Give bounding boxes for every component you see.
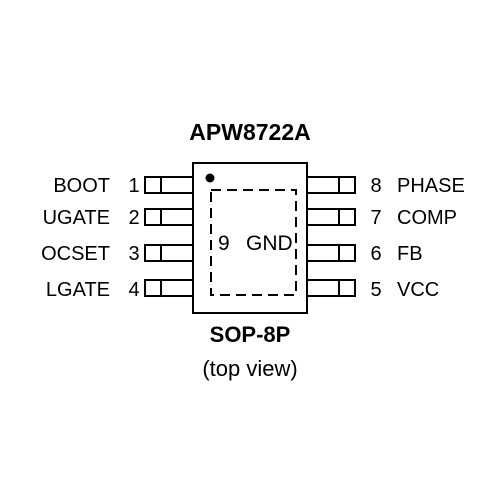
chip-title: APW8722A xyxy=(189,119,310,145)
pin-lead xyxy=(144,244,194,262)
pin-name: OCSET xyxy=(41,243,110,265)
exposed-pad-outline xyxy=(210,189,297,296)
pin-name: COMP xyxy=(397,207,457,229)
pin1-marker-dot xyxy=(205,173,215,183)
pin-lead xyxy=(306,244,356,262)
exposed-pad-name: GND xyxy=(246,232,293,255)
pin-lead xyxy=(144,208,194,226)
package-name: SOP-8P xyxy=(210,322,291,347)
pin-name: VCC xyxy=(397,279,439,301)
right-pin-8: 8 PHASE xyxy=(306,175,465,197)
pin-number: 2 xyxy=(128,207,139,229)
package-body xyxy=(192,162,308,314)
pin-number: 4 xyxy=(128,279,139,301)
left-pin-2: 2 UGATE xyxy=(43,207,194,229)
pin-number: 7 xyxy=(370,207,381,229)
pin-name: FB xyxy=(397,243,423,265)
pin-name: LGATE xyxy=(46,279,110,301)
pin-lead xyxy=(306,208,356,226)
pin-number: 5 xyxy=(370,279,381,301)
exposed-pad-number: 9 xyxy=(218,232,230,255)
pin-lead xyxy=(144,176,194,194)
pin-lead xyxy=(306,176,356,194)
pin-name: BOOT xyxy=(53,175,110,197)
pin-name: PHASE xyxy=(397,175,465,197)
left-pin-4: 4 LGATE xyxy=(46,279,194,301)
pin-number: 3 xyxy=(128,243,139,265)
right-pin-6: 6 FB xyxy=(306,243,423,265)
right-pin-7: 7 COMP xyxy=(306,207,457,229)
right-pin-5: 5 VCC xyxy=(306,279,439,301)
package-view-note: (top view) xyxy=(202,356,297,381)
pin-number: 1 xyxy=(128,175,139,197)
left-pin-1: 1 BOOT xyxy=(53,175,194,197)
pin-lead xyxy=(144,279,194,297)
pin-number: 6 xyxy=(370,243,381,265)
pin-number: 8 xyxy=(370,175,381,197)
pin-lead xyxy=(306,279,356,297)
pin-name: UGATE xyxy=(43,207,110,229)
left-pin-3: 3 OCSET xyxy=(41,243,194,265)
